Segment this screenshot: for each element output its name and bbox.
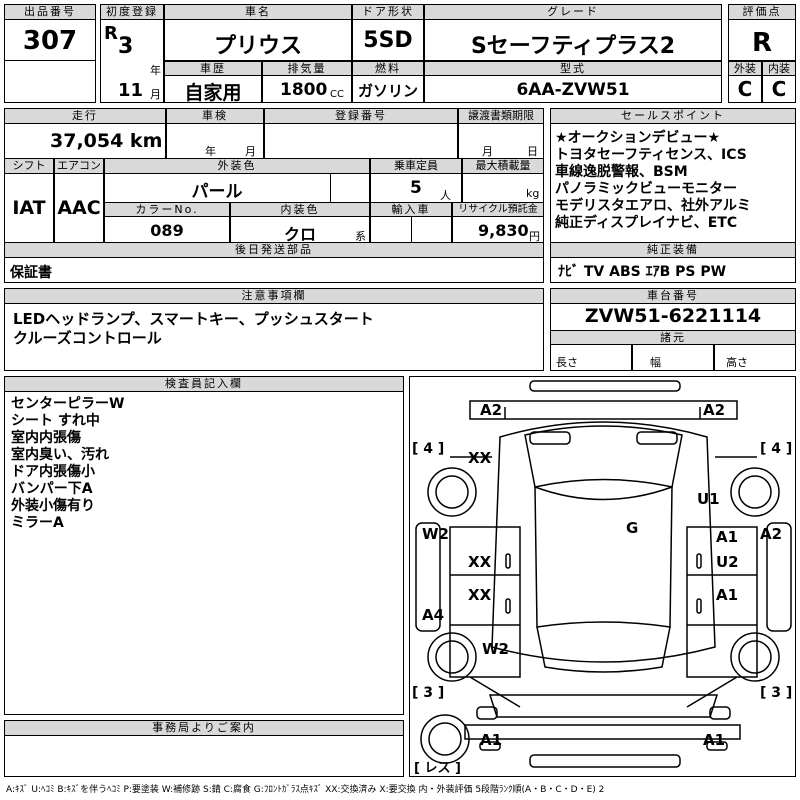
- inspector-notes: センターピラーW シート すれ中 室内内張傷 室内臭い、汚れ ドア内張傷小 バン…: [4, 391, 404, 715]
- ext-label: 外装: [728, 61, 762, 76]
- equip-label: 純正装備: [550, 242, 796, 258]
- mark-right-door-front-2: U2: [716, 553, 739, 571]
- ac-label: エアコン: [54, 158, 104, 174]
- int-grade: C: [771, 77, 787, 101]
- maxload-label: 最大積載量: [462, 158, 544, 174]
- era: R: [104, 23, 118, 44]
- shift-label: シフト: [4, 158, 54, 174]
- mark-left-rocker: A4: [422, 606, 445, 624]
- inspector-label: 検査員記入欄: [4, 376, 404, 392]
- ext-grade: C: [737, 77, 753, 101]
- model-name: プリウス: [213, 34, 302, 59]
- mark-rear-bumper-right: A1: [703, 731, 726, 749]
- tire-rear-left: [ 3 ]: [412, 685, 445, 701]
- car-outline: [415, 380, 792, 768]
- chassis-label: 車台番号: [550, 288, 796, 304]
- ac: AAC: [57, 197, 101, 219]
- interior-color: クロ: [283, 225, 316, 244]
- lot-label: 出品番号: [4, 4, 96, 20]
- lot-number: 307: [22, 26, 78, 56]
- shift: IAT: [12, 197, 46, 219]
- equipment: ﾅﾋﾞ TV ABS ｴｱB PS PW: [558, 264, 727, 280]
- legend: A:ｷｽﾞ U:ﾍｺﾐ B:ｷｽﾞを伴うﾍｺﾐ P:要塗装 W:補修跡 S:錆 …: [6, 785, 605, 795]
- mark-front-right: A2: [703, 401, 726, 419]
- recycle-fee: 9,830: [478, 221, 529, 240]
- first-reg-year: 3: [118, 34, 134, 59]
- mark-left-door-rear: XX: [468, 586, 492, 604]
- mark-left-side: W2: [422, 525, 449, 543]
- model-type: 6AA-ZVW51: [516, 80, 630, 100]
- colorno-label: カラーNo.: [104, 202, 230, 217]
- transfer-label: 譲渡書類期限: [458, 108, 544, 124]
- mark-front-left: A2: [480, 401, 503, 419]
- mark-fender-left: XX: [468, 449, 492, 467]
- color-label: 外装色: [104, 158, 370, 174]
- exterior-color: パール: [191, 182, 243, 202]
- mark-left-door-front: XX: [468, 553, 492, 571]
- mileage: 37,054 km: [50, 130, 163, 152]
- capacity: 5: [410, 178, 422, 198]
- reg-no-label: 登録番号: [264, 108, 458, 124]
- first-reg-month: 11: [118, 80, 144, 101]
- mark-right-door-rear: A1: [716, 586, 739, 604]
- mark-windshield: G: [626, 519, 639, 537]
- grade-label: グレード: [424, 4, 722, 20]
- displacement: 1800: [280, 80, 328, 100]
- spare-tire: [ レス ]: [414, 761, 461, 776]
- import-label: 輸入車: [370, 202, 452, 217]
- history: 自家用: [184, 82, 242, 104]
- displacement-label: 排気量: [262, 61, 352, 76]
- capacity-label: 乗車定員: [370, 158, 462, 174]
- inspection-label: 車検: [166, 108, 264, 124]
- color-number: 089: [150, 221, 184, 240]
- mark-right-door-front: A1: [716, 528, 739, 546]
- score: R: [751, 28, 773, 58]
- recycle-label: リサイクル預託金: [452, 202, 544, 217]
- tire-rear-right: [ 3 ]: [760, 685, 793, 701]
- door-type: 5SD: [363, 28, 413, 53]
- mileage-label: 走行: [4, 108, 166, 124]
- history-label: 車歴: [164, 61, 262, 76]
- mark-fender-right: U1: [697, 490, 720, 508]
- type-label: 型式: [424, 61, 722, 76]
- mark-rear-bumper-left: A1: [480, 731, 503, 749]
- int-label: 内装: [762, 61, 796, 76]
- grade: Sセーフティプラス2: [470, 34, 676, 59]
- later-parts: 保証書: [10, 265, 52, 281]
- first-reg-label: 初度登録: [100, 4, 164, 20]
- dims-label: 諸元: [550, 330, 796, 345]
- intcolor-label: 内装色: [230, 202, 370, 217]
- chassis-number: ZVW51-6221114: [584, 305, 762, 327]
- later-parts-label: 後日発送部品: [4, 242, 544, 258]
- mark-right-side: A2: [760, 525, 783, 543]
- notes: LEDヘッドランプ、スマートキー、プッシュスタート クルーズコントロール: [4, 303, 544, 371]
- fuel: ガソリン: [357, 82, 418, 100]
- tire-front-left: [ 4 ]: [412, 441, 445, 457]
- model-name-label: 車名: [164, 4, 352, 20]
- score-label: 評価点: [728, 4, 796, 20]
- sales-points: ★オークションデビュー★ トヨタセーフティセンス、ICS 車線逸脱警報、BSM …: [550, 123, 796, 243]
- tire-front-right: [ 4 ]: [760, 441, 793, 457]
- mark-rear-left: W2: [482, 640, 509, 658]
- damage-diagram: A2 A2 [ 4 ] [ 4 ] XX U1 G W2 A1 A2 XX U2…: [409, 376, 796, 777]
- fuel-label: 燃料: [352, 61, 424, 76]
- sales-label: セールスポイント: [550, 108, 796, 124]
- notes-label: 注意事項欄: [4, 288, 544, 304]
- office-label: 事務局よりご案内: [4, 720, 404, 736]
- door-label: ドア形状: [352, 4, 424, 20]
